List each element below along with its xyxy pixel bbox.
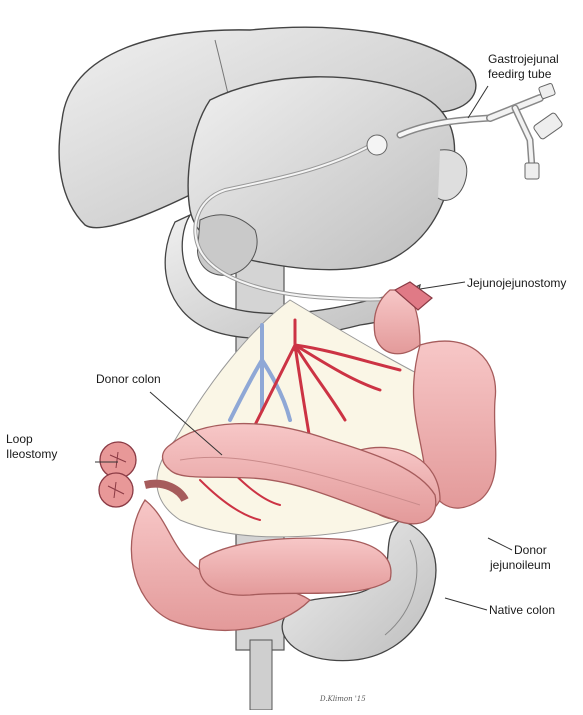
label-gastrojejunal-line1: Gastrojejunal (488, 52, 559, 66)
label-native-colon: Native colon (489, 603, 555, 617)
label-loop-line2: Ileostomy (6, 447, 57, 461)
label-donor-colon: Donor colon (96, 372, 161, 386)
artist-signature: D.Klimon '15 (320, 695, 366, 703)
label-donor-jejunoileum-line2: jejunoileum (490, 558, 551, 572)
label-gastrojejunal-line2: feedirg tube (488, 67, 551, 81)
label-loop-line1: Loop (6, 432, 33, 446)
label-donor-jejunoileum-line1: Donor (514, 543, 547, 557)
label-jejunojejunostomy: Jejunojejunostomy (467, 276, 566, 290)
stomach-fold (438, 150, 467, 201)
